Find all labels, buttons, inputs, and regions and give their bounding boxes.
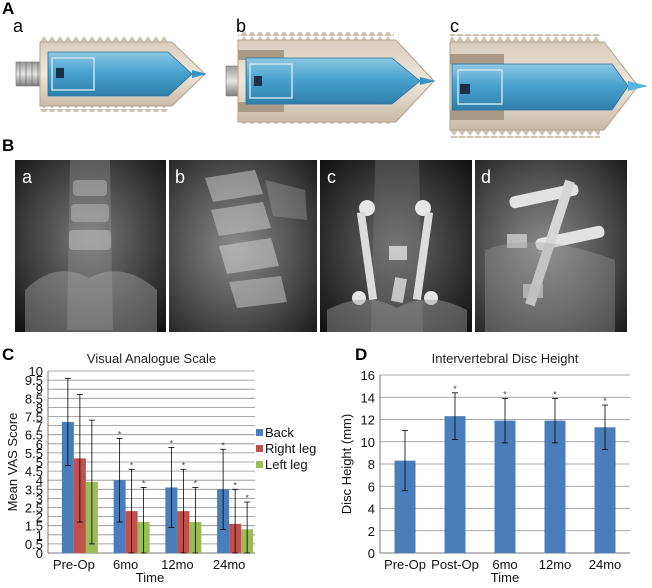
panel-label-c: C xyxy=(2,345,15,364)
vas-legend-swatch xyxy=(256,445,263,452)
vas-ytick-label: 7 xyxy=(36,419,43,434)
vas-chart: Visual Analogue Scale 00.511.522.533.544.… xyxy=(5,351,316,585)
xray-b-image xyxy=(169,160,317,332)
vas-significance-marker: * xyxy=(118,429,122,439)
vas-legend-swatch xyxy=(256,429,263,436)
vas-legend-label: Left leg xyxy=(265,457,308,472)
vas-ytick-label: 4.5 xyxy=(25,464,43,479)
panel-label-d: D xyxy=(355,345,368,364)
vas-significance-marker: * xyxy=(130,460,134,470)
vas-category-label: 24mo xyxy=(213,557,246,572)
disc-category-label: 6mo xyxy=(492,557,517,572)
vas-ytick-label: 1.5 xyxy=(25,519,43,534)
disc-bar xyxy=(594,427,616,553)
xray-label-c: c xyxy=(327,167,336,187)
disc-ytick-label: 12 xyxy=(361,413,375,428)
vas-category-label: 6mo xyxy=(113,557,138,572)
disc-ylabel: Disc Height (mm) xyxy=(340,414,354,514)
vas-ytick-label: 2.5 xyxy=(25,501,43,516)
disc-significance-marker: * xyxy=(453,384,457,394)
disc-bar xyxy=(444,416,466,553)
disc-category-label: Post-Op xyxy=(431,557,479,572)
xray-label-d: d xyxy=(481,167,492,187)
disc-bar xyxy=(494,420,516,553)
xray-label-b: b xyxy=(175,167,186,187)
disc-bar xyxy=(394,460,416,553)
disc-ytick-label: 10 xyxy=(361,435,375,450)
vas-ytick-label: 9 xyxy=(36,382,43,397)
vas-ytick-label: 10 xyxy=(29,364,43,379)
disc-xlabel: Time xyxy=(491,570,519,585)
disc-category-label: 24mo xyxy=(589,557,622,572)
disc-ytick-label: 8 xyxy=(368,457,375,472)
vas-legend-swatch xyxy=(256,461,263,468)
vas-significance-marker: * xyxy=(233,480,237,490)
disc-ytick-label: 2 xyxy=(368,524,375,539)
implant-illustrations xyxy=(15,32,648,138)
vas-ytick-label: 0.5 xyxy=(25,537,43,552)
implant-b-drawing xyxy=(225,32,436,124)
disc-significance-marker: * xyxy=(603,396,607,406)
vas-category-label: 12mo xyxy=(161,557,194,572)
vas-ytick-label: 8.5 xyxy=(25,391,43,406)
xray-c-image xyxy=(320,160,472,332)
panel-label-a: A xyxy=(2,0,15,18)
vas-legend-label: Back xyxy=(265,425,294,440)
disc-significance-marker: * xyxy=(553,389,557,399)
vas-ytick-label: 3.5 xyxy=(25,482,43,497)
disc-bar xyxy=(544,420,566,553)
vas-ytick-label: 8 xyxy=(36,400,43,415)
vas-category-label: Pre-Op xyxy=(53,557,95,572)
vas-ytick-label: 3 xyxy=(36,491,43,506)
disc-height-chart: Intervertebral Disc Height 0 2 4 6 8 10 12 14 16 *… xyxy=(340,351,630,585)
vas-ytick-label: 1 xyxy=(36,528,43,543)
vas-ytick-label: 6 xyxy=(36,437,43,452)
implant-a-drawing xyxy=(15,36,207,112)
panel-label-b: B xyxy=(2,136,15,155)
implant-label-b: b xyxy=(236,16,247,36)
vas-title: Visual Analogue Scale xyxy=(87,351,216,366)
vas-ytick-label: 5 xyxy=(36,455,43,470)
vas-significance-marker: * xyxy=(170,438,174,448)
disc-ytick-label: 6 xyxy=(368,479,375,494)
vas-ytick-label: 6.5 xyxy=(25,428,43,443)
xray-label-a: a xyxy=(22,167,33,187)
disc-title: Intervertebral Disc Height xyxy=(432,351,579,366)
vas-ytick-label: 2 xyxy=(36,510,43,525)
implant-c-drawing xyxy=(449,34,648,138)
vas-ylabel: Mean VAS Score xyxy=(5,413,20,512)
implant-label-c: c xyxy=(450,16,459,36)
xray-a-image xyxy=(15,160,166,332)
disc-ytick-label: 16 xyxy=(361,368,375,383)
vas-bar xyxy=(61,421,74,553)
disc-category-label: 12mo xyxy=(539,557,572,572)
vas-significance-marker: * xyxy=(221,440,225,450)
xray-images xyxy=(15,160,627,332)
vas-ytick-label: 5.5 xyxy=(25,446,43,461)
vas-ytick-label: 0 xyxy=(36,546,43,561)
vas-ytick-label: 7.5 xyxy=(25,410,43,425)
disc-significance-marker: * xyxy=(503,389,507,399)
vas-ytick-label: 4 xyxy=(36,473,43,488)
disc-ytick-label: 14 xyxy=(361,390,375,405)
disc-category-label: Pre-Op xyxy=(384,557,426,572)
implant-label-a: a xyxy=(13,16,24,36)
vas-legend-label: Right leg xyxy=(265,441,316,456)
vas-significance-marker: * xyxy=(245,493,249,503)
vas-ytick-label: 9.5 xyxy=(25,373,43,388)
disc-ytick-label: 4 xyxy=(368,502,375,517)
vas-significance-marker: * xyxy=(182,460,186,470)
vas-xlabel: Time xyxy=(136,570,164,585)
xray-d-image xyxy=(475,160,627,332)
disc-ytick-label: 0 xyxy=(368,546,375,561)
vas-significance-marker: * xyxy=(142,478,146,488)
vas-significance-marker: * xyxy=(194,478,198,488)
